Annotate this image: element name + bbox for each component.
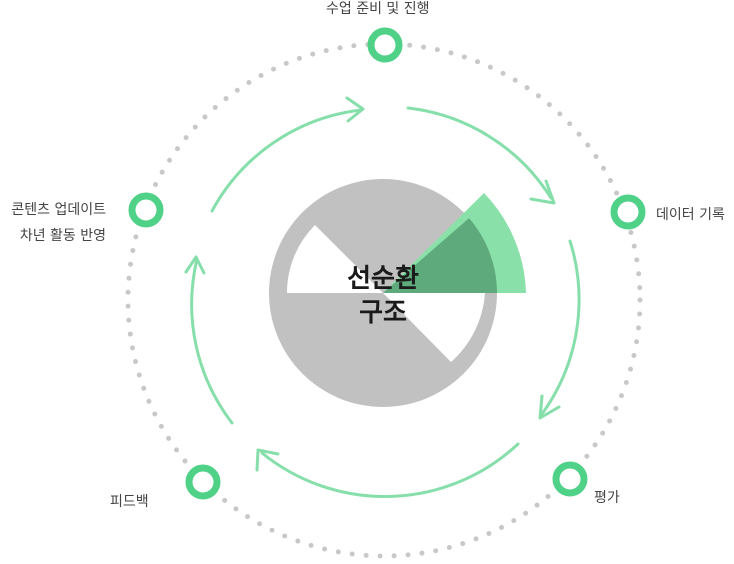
arrow-head-5 [345, 96, 365, 123]
ring-icon [185, 464, 221, 500]
ring-icon [367, 27, 403, 63]
center-title: 선순환 구조 [333, 262, 433, 330]
ring-icon [552, 461, 588, 497]
arrow-arc-3 [260, 442, 520, 499]
arrow-head-3 [255, 448, 280, 472]
stage-label-update-line2: 차년 활동 반영 [19, 228, 106, 244]
arrow-arc-5 [210, 108, 363, 213]
arrow-head-4 [184, 255, 206, 275]
stage-nodes [128, 27, 646, 500]
ring-icon [128, 192, 164, 228]
arrow-arcs [184, 96, 581, 499]
center-disk [269, 179, 526, 407]
arrow-arc-2 [540, 239, 581, 416]
white-cutout-right [383, 293, 485, 362]
center-title-line1: 선순환 [347, 264, 419, 294]
stage-label-update-line1: 콘텐츠 업데이트 [11, 202, 106, 218]
white-cutout-left [286, 225, 383, 293]
arrow-head-1 [529, 179, 556, 205]
arrow-arc-1 [406, 106, 553, 200]
arrow-head-2 [538, 394, 561, 420]
stage-label-update: 콘텐츠 업데이트 차년 활동 반영 [0, 197, 106, 249]
stage-label-record: 데이터 기록 [656, 207, 725, 223]
stage-label-lesson: 수업 준비 및 진행 [326, 1, 430, 17]
center-title-line2: 구조 [359, 298, 407, 328]
stage-label-feedback: 피드백 [110, 494, 149, 510]
ring-icon [610, 194, 646, 230]
stage-label-evaluation: 평가 [594, 490, 620, 506]
arrow-arc-4 [190, 257, 234, 425]
